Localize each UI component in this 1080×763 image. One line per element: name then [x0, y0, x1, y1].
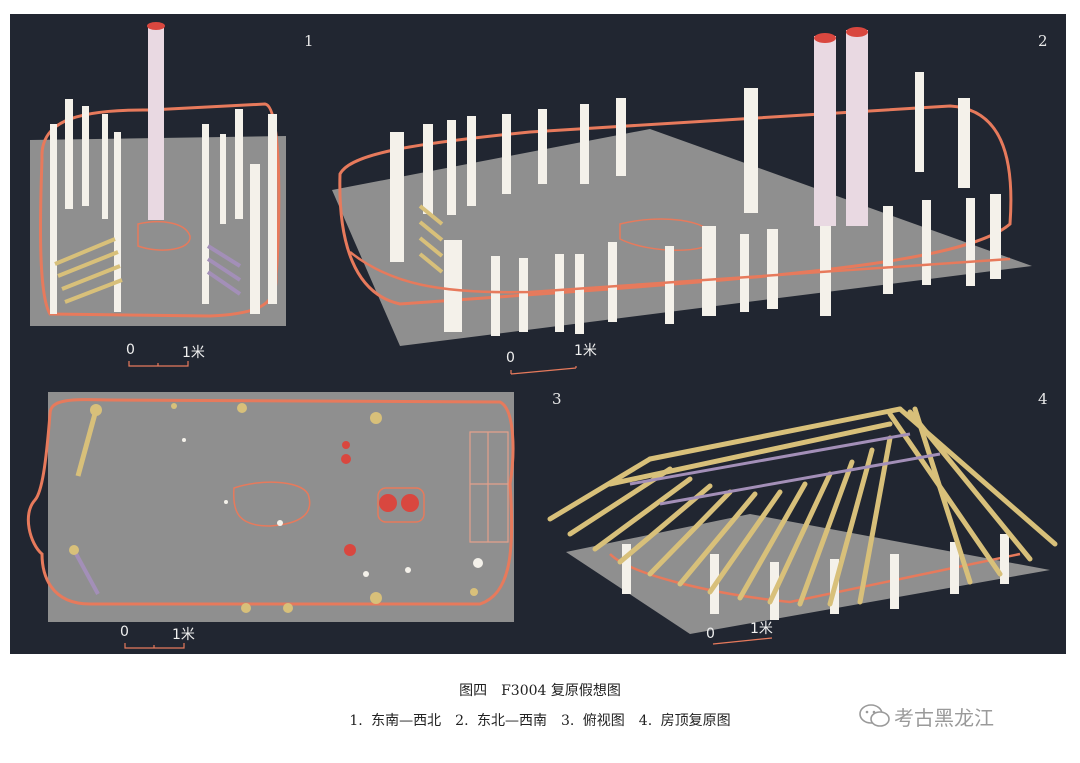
reconstruction-drawings: [26, 22, 1058, 634]
panel-2-drawing: [332, 27, 1032, 346]
wechat-logo-icon: [859, 704, 890, 727]
figure-panel: 1 2 3 4 0 1米 0 1米 0 1米 0 1米: [10, 14, 1066, 654]
panel-3-drawing: [26, 392, 515, 622]
panel-number-2: 2: [1038, 32, 1048, 50]
figure-caption-title: 图四 F3004 复原假想图: [459, 683, 621, 699]
panel-number-4: 4: [1038, 390, 1048, 408]
panel-number-1: 1: [304, 32, 314, 50]
panel-1-drawing: [30, 22, 286, 326]
panel-number-3: 3: [552, 390, 562, 408]
panel-4-drawing: [547, 406, 1058, 634]
watermark-text: 考古黑龙江: [894, 706, 994, 730]
figure-caption-subtitle: 1. 东南—西北 2. 东北—西南 3. 俯视图 4. 房顶复原图: [349, 713, 731, 729]
watermark: 考古黑龙江: [858, 700, 1058, 730]
